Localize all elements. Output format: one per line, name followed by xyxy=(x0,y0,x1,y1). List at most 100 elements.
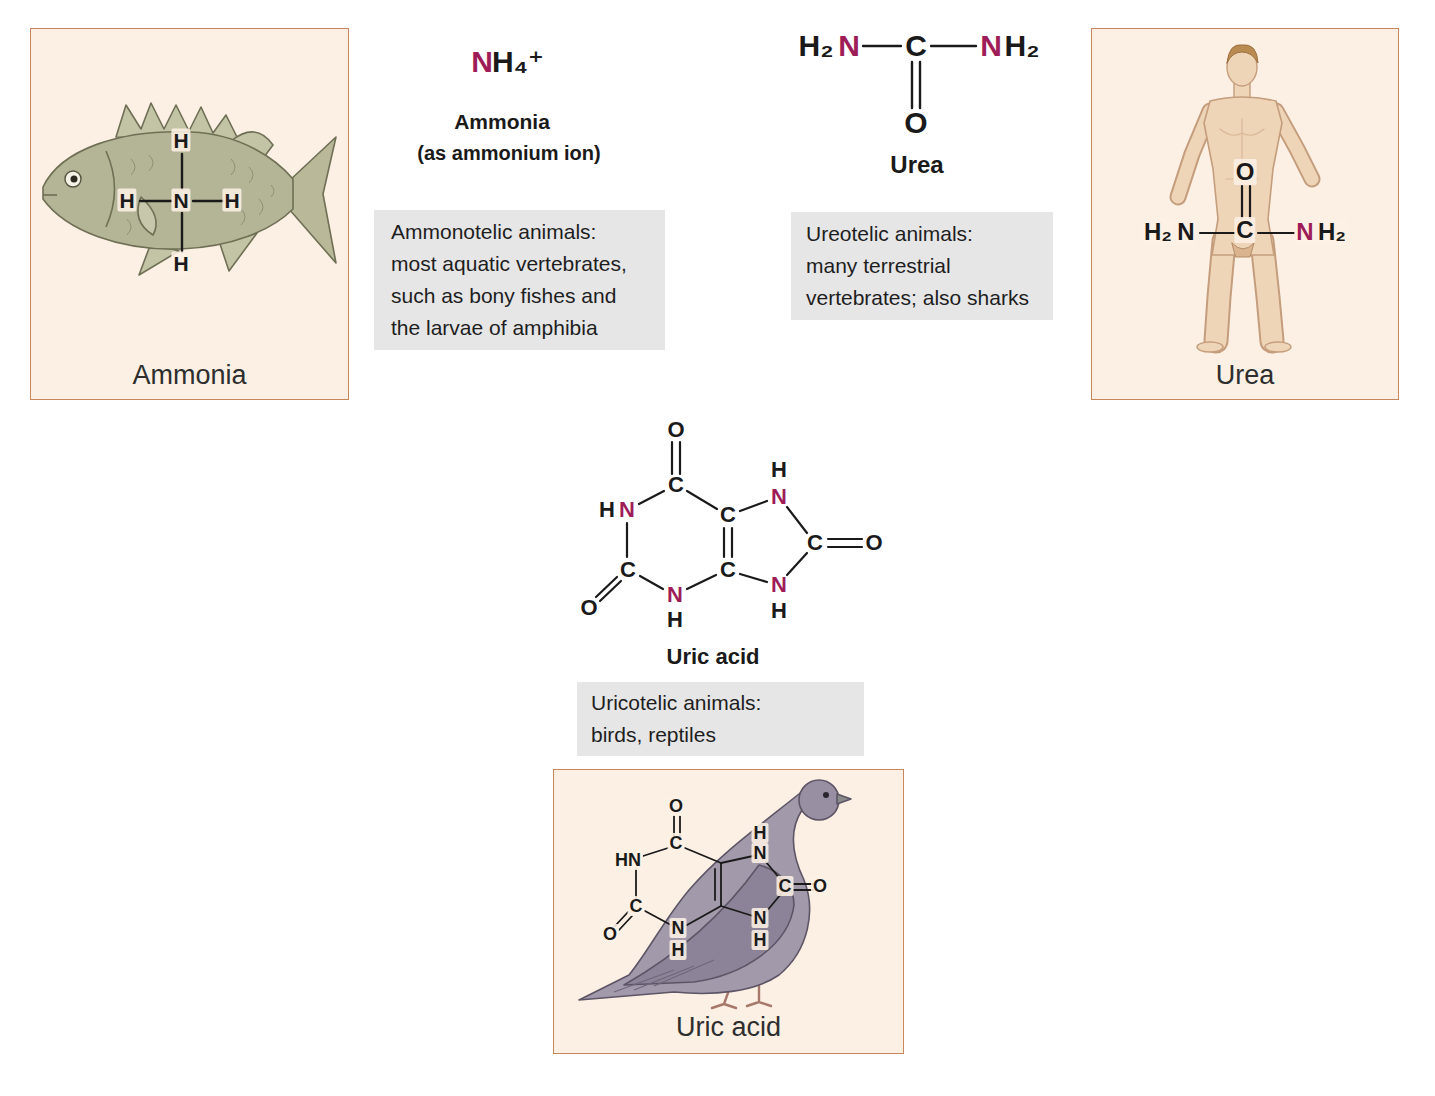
atom-label: H xyxy=(171,129,190,152)
drawing-part xyxy=(1227,45,1258,63)
drawing-part xyxy=(740,574,767,582)
box-text: many terrestrial vertebrates; also shark… xyxy=(806,250,1041,314)
box-heading: Ammonotelic animals: xyxy=(391,216,643,248)
atom-label: N xyxy=(1294,219,1315,245)
drawing-part xyxy=(626,523,628,557)
ammonia-bonds xyxy=(140,154,223,252)
atom-label: H xyxy=(599,499,615,521)
fish-scales xyxy=(127,155,274,235)
drawing-part xyxy=(600,581,621,601)
drawing-part xyxy=(911,62,913,108)
atom-label: H xyxy=(222,189,241,212)
drawing-part xyxy=(639,491,664,504)
drawing-part xyxy=(619,916,632,930)
drawing-part xyxy=(1197,342,1223,352)
atom-label: H₂ xyxy=(1316,219,1348,245)
drawing-part xyxy=(1265,342,1291,352)
frame-caption: Urea xyxy=(1216,359,1275,391)
drawing-part xyxy=(828,538,862,540)
atom-label: H xyxy=(771,600,787,622)
atom-label: H₄⁺ xyxy=(492,47,544,77)
atom-label: H xyxy=(771,459,787,481)
drawing-part xyxy=(1200,232,1234,234)
box-heading: Ureotelic animals: xyxy=(806,218,1041,250)
atom-label: H xyxy=(667,609,683,631)
atom-label: C xyxy=(628,896,645,916)
uric-acid-bonds xyxy=(615,816,813,930)
atom-label: C xyxy=(720,504,736,526)
atom-label: O xyxy=(865,532,882,554)
box-text: most aquatic vertebrates, such as bony f… xyxy=(391,248,643,344)
atom-label: N xyxy=(838,31,860,61)
caption-label: Uric acid xyxy=(667,646,760,668)
atom-label: H xyxy=(670,940,687,960)
fish-eye xyxy=(65,171,81,187)
drawing-part xyxy=(721,856,753,863)
drawing-part xyxy=(138,197,156,235)
atom-label: N xyxy=(1175,219,1196,245)
atom-label: N xyxy=(619,499,635,521)
drawing-part xyxy=(687,575,716,589)
atom-label: C xyxy=(1234,217,1255,243)
drawing-part xyxy=(1216,241,1224,341)
caption-label: Ammonia xyxy=(454,111,550,132)
drawing-part xyxy=(828,546,862,548)
atom-label: H₂ xyxy=(1142,219,1174,245)
drawing-part xyxy=(723,528,725,557)
atom-label: N xyxy=(667,584,683,606)
atom-label: C xyxy=(720,559,736,581)
atom-label: C xyxy=(905,31,927,61)
atom-label: N xyxy=(171,189,190,212)
drawing-part xyxy=(720,863,722,906)
atom-label: O xyxy=(667,419,684,441)
illustration-frame: Urea xyxy=(1091,28,1399,400)
drawing-part xyxy=(289,137,336,263)
atom-label: O xyxy=(580,597,597,619)
drawing-part xyxy=(931,45,976,47)
atom-label: N xyxy=(471,47,493,77)
human-illustration xyxy=(1092,29,1400,401)
drawing-part xyxy=(106,151,115,227)
illustration-frame: Uric acid xyxy=(553,769,904,1054)
drawing-part xyxy=(721,906,753,916)
info-box: Ammonotelic animals:most aquatic vertebr… xyxy=(374,210,665,350)
atom-label: HN xyxy=(613,850,643,870)
drawing-part xyxy=(140,200,171,202)
drawing-part xyxy=(687,491,717,509)
atom-label: H xyxy=(752,823,769,843)
illustration-frame: Ammonia xyxy=(30,28,349,400)
drawing-part xyxy=(1258,232,1294,234)
box-text: birds, reptiles xyxy=(591,719,850,751)
drawing-part xyxy=(714,869,716,900)
info-box: Uricotelic animals:birds, reptiles xyxy=(577,682,864,756)
drawing-part xyxy=(731,528,733,557)
drawing-part xyxy=(1262,241,1272,341)
drawing-part xyxy=(193,200,223,202)
drawing-part xyxy=(1241,186,1243,218)
atom-label: N xyxy=(980,31,1002,61)
atom-label: N xyxy=(771,574,787,596)
drawing-part xyxy=(181,154,183,189)
atom-label: H xyxy=(117,189,136,212)
frame-caption: Uric acid xyxy=(676,1011,781,1043)
drawing-part xyxy=(837,794,851,804)
drawing-part xyxy=(787,507,807,533)
drawing-part xyxy=(579,790,810,1000)
drawing-part xyxy=(1262,241,1272,341)
atom-label: O xyxy=(904,108,927,138)
atom-label: O xyxy=(1234,159,1257,185)
drawing-part xyxy=(127,155,274,235)
drawing-part xyxy=(799,780,839,820)
info-box: Ureotelic animals:many terrestrial verte… xyxy=(791,212,1053,320)
drawing-part xyxy=(635,869,637,899)
atom-label: H₂ xyxy=(1005,31,1040,61)
drawing-part xyxy=(43,132,293,249)
drawing-part xyxy=(671,442,673,474)
atom-label: O xyxy=(811,876,829,896)
fish-pupil xyxy=(71,176,78,183)
atom-label: C xyxy=(620,559,636,581)
drawing-part xyxy=(640,576,663,589)
drawing-part xyxy=(1204,97,1282,255)
drawing-part xyxy=(679,442,681,474)
